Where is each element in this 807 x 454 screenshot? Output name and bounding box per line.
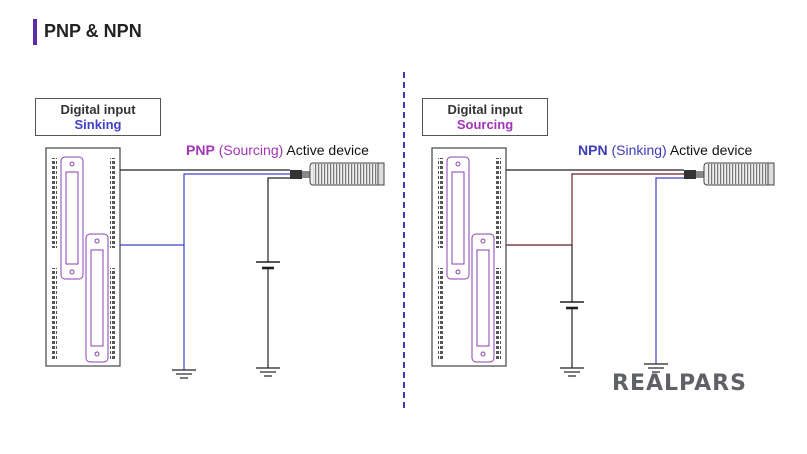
left-label-mode: (Sourcing) xyxy=(218,142,284,158)
left-input-box: Digital input Sinking xyxy=(35,98,161,136)
left-wiring xyxy=(120,169,290,379)
title-accent-bar xyxy=(33,19,37,45)
right-npn-sensor xyxy=(684,162,775,186)
left-plc-module xyxy=(45,147,121,367)
right-label-type: NPN xyxy=(578,142,608,158)
right-label-device: Active device xyxy=(669,142,753,158)
right-device-label: NPN (Sinking) Active device xyxy=(578,142,752,158)
right-wiring xyxy=(506,169,684,377)
center-divider xyxy=(403,72,405,408)
left-device-label: PNP (Sourcing) Active device xyxy=(186,142,369,158)
left-label-device: Active device xyxy=(286,142,369,158)
left-box-line1: Digital input xyxy=(60,102,136,117)
right-box-line2: Sourcing xyxy=(456,117,514,132)
left-pnp-sensor xyxy=(290,162,385,186)
left-label-type: PNP xyxy=(186,142,215,158)
right-box-line1: Digital input xyxy=(447,102,523,117)
right-input-box: Digital input Sourcing xyxy=(422,98,548,136)
right-label-mode: (Sinking) xyxy=(611,142,667,158)
page-title: PNP & NPN xyxy=(44,21,142,41)
left-box-line2: Sinking xyxy=(74,117,122,132)
right-plc-module xyxy=(431,147,507,367)
realpars-logo: REALPARS xyxy=(612,371,747,396)
